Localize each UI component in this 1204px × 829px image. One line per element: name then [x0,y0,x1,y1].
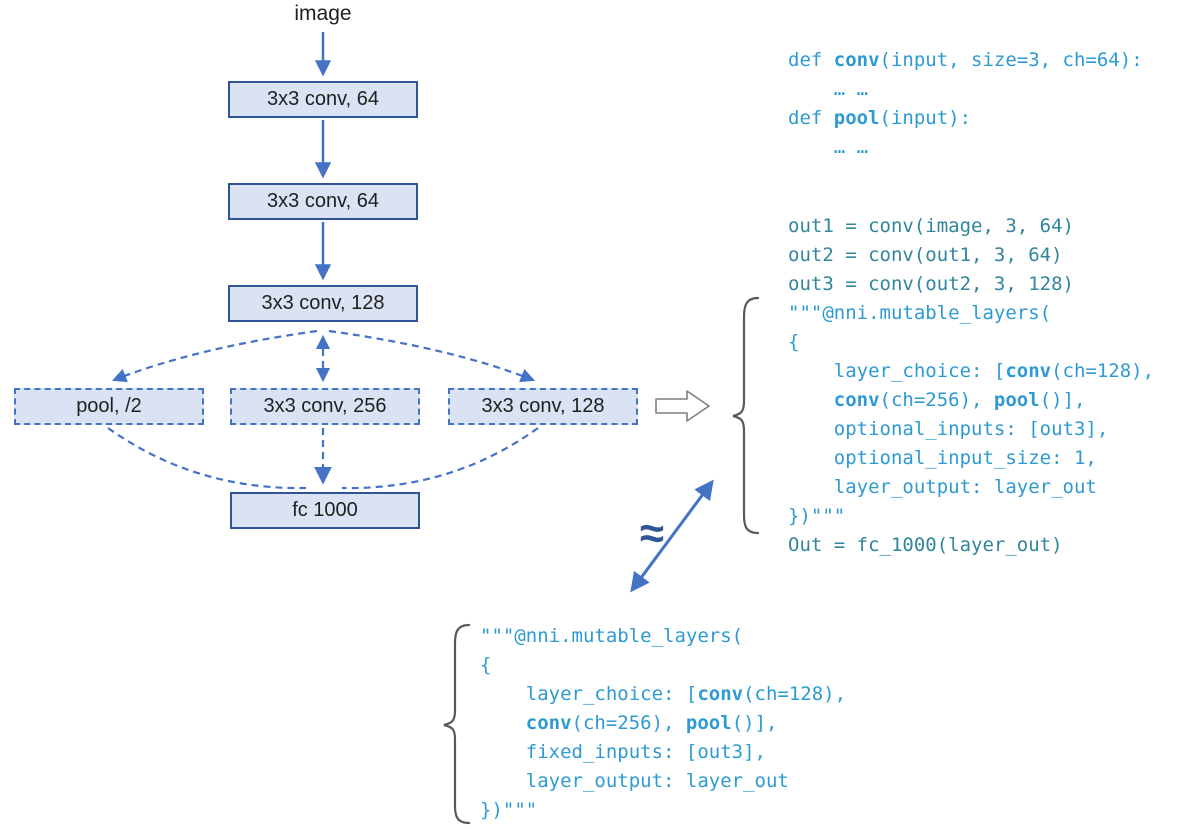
code-line: conv(ch=256), pool()], [833,389,1086,411]
hollow-right-arrow [655,390,710,422]
code-line: Out = fc_1000(layer_out) [788,534,1063,556]
code-top-body: out1 = conv(image, 3, 64) out2 = conv(out… [788,212,1154,560]
code-line: { [788,331,800,353]
code-top-defs: def conv(input, size=3, ch=64): … … def p… [788,46,1143,162]
node-conv3: 3x3 conv, 128 [228,285,418,322]
code-line: optional_input_size: 1, [788,447,1097,469]
node-fc: fc 1000 [230,492,420,529]
dashed-curve-left-to-fc [107,427,307,490]
code-line: … … [788,78,869,100]
node-choice-conv256: 3x3 conv, 256 [230,388,420,425]
code-line: conv(ch=256), pool()], [525,712,778,734]
code-line: … … [788,136,869,158]
approx-symbol: ≈ [639,509,665,558]
code-line: layer_output: layer_out [788,476,1097,498]
dashed-arrow-conv3-left [112,329,318,383]
dashed-curve-right-to-fc [341,427,539,490]
code-bottom: """@nni.mutable_layers( { layer_choice: [… [480,622,846,825]
dashed-arrow-conv3-right [328,329,535,383]
code-line: out2 = conv(out1, 3, 64) [788,244,1063,266]
code-line: """@nni.mutable_layers( [480,625,744,647]
node-conv2: 3x3 conv, 64 [228,183,418,220]
code-line: layer_choice: [conv(ch=128), [788,360,1155,382]
brace-top [732,296,760,535]
code-line: layer_output: layer_out [480,770,789,792]
code-line: def conv(input, size=3, ch=64): [788,49,1143,71]
code-line: def pool(input): [788,107,972,129]
code-line: """@nni.mutable_layers( [788,302,1052,324]
code-line: })""" [788,505,846,527]
node-choice-pool: pool, /2 [14,388,204,425]
code-line: { [480,654,492,676]
code-line: optional_inputs: [out3], [788,418,1109,440]
node-conv1: 3x3 conv, 64 [228,81,418,118]
brace-bottom [443,623,471,825]
code-line: fixed_inputs: [out3], [480,741,766,763]
input-label: image [294,2,352,25]
code-line: })""" [480,799,538,821]
code-line: layer_choice: [conv(ch=128), [480,683,847,705]
node-choice-conv128: 3x3 conv, 128 [448,388,638,425]
code-line: out1 = conv(image, 3, 64) [788,215,1074,237]
code-line: out3 = conv(out2, 3, 128) [788,273,1074,295]
